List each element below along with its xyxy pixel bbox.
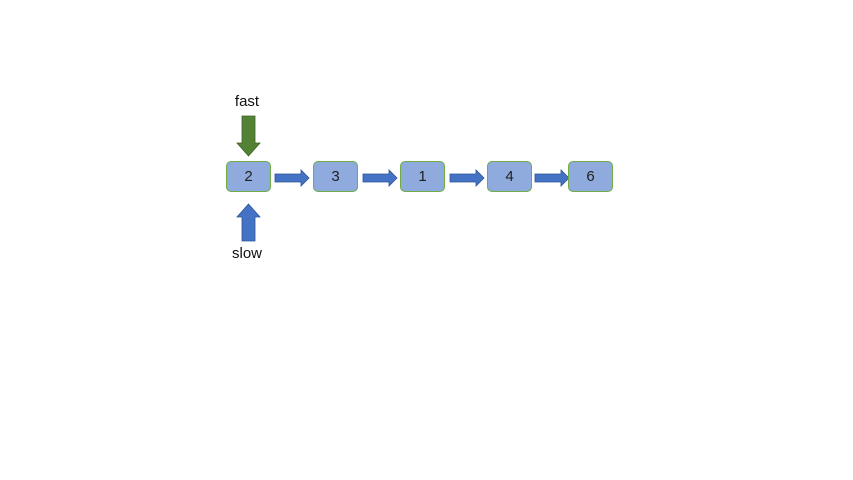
node-value: 4 [505,168,514,185]
link-arrow-3 [449,169,485,187]
list-node-1: 2 [226,161,271,192]
fast-pointer-label: fast [234,93,260,110]
link-arrow-4 [534,169,570,187]
slow-pointer-arrow [236,203,261,242]
list-node-3: 1 [400,161,445,192]
node-value: 1 [418,168,427,185]
link-arrow-1 [274,169,310,187]
node-value: 3 [331,168,340,185]
list-node-4: 4 [487,161,532,192]
link-arrow-2 [362,169,398,187]
node-value: 6 [586,168,595,185]
list-node-5: 6 [568,161,613,192]
fast-pointer-arrow [236,115,261,157]
slow-pointer-label: slow [231,245,262,262]
node-value: 2 [244,168,253,185]
list-node-2: 3 [313,161,358,192]
